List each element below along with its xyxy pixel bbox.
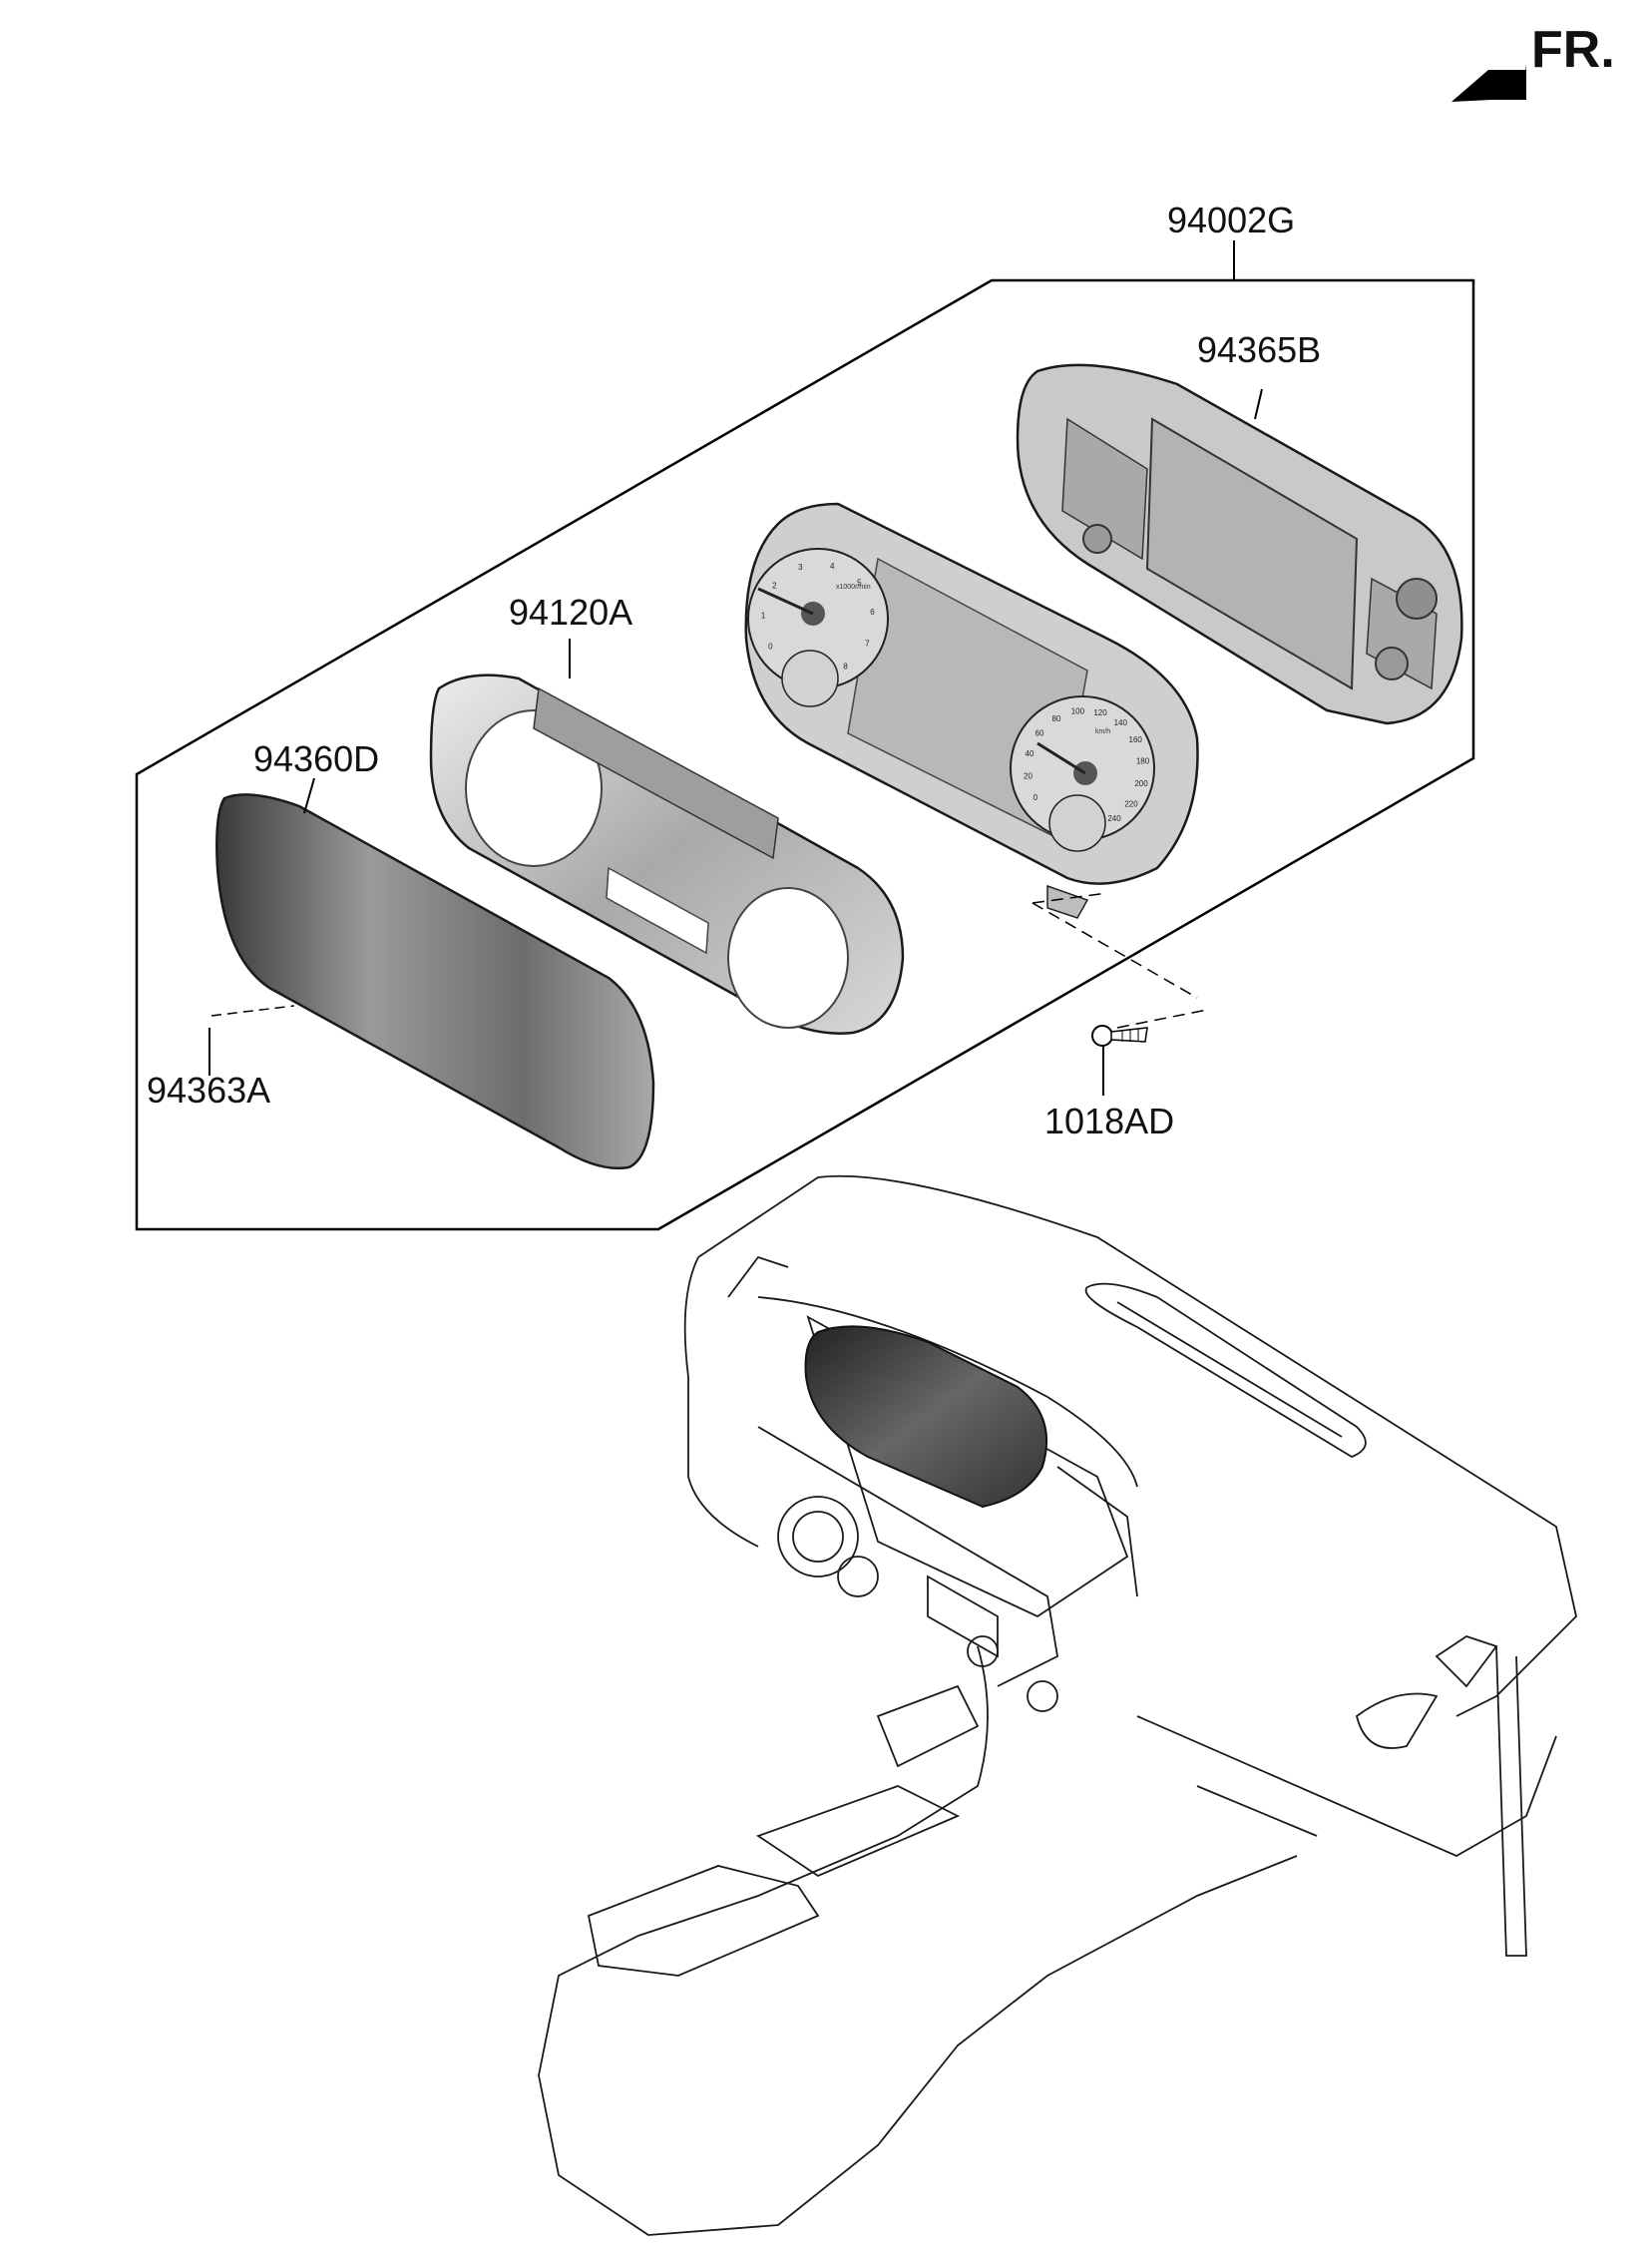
part-number-1018AD: 1018AD [1044,1101,1175,1141]
speedometer-tick-label: 200 [1134,779,1148,788]
speedometer-tick-label: 40 [1026,749,1034,758]
window-94360D [215,777,655,1169]
tachometer-tick-label: 6 [870,608,875,617]
part-number-94120A: 94120A [509,592,633,633]
installed-cluster-highlight [804,1325,1048,1509]
speedometer-tick-label: 80 [1052,714,1061,723]
leader-94360D [303,777,315,814]
screw-1018AD [1032,892,1208,1096]
leader-94365B [1254,388,1263,420]
tachometer-tick-label: 4 [830,562,835,571]
speedometer-tick-label: 60 [1035,729,1044,738]
case-94365B [1016,363,1463,725]
speedometer-tick-label: 20 [1024,772,1032,781]
dashboard-illustration [538,1174,1577,2236]
assembly-frame [135,278,1475,1231]
tachometer-unit: x1000r/min [836,584,871,591]
speedometer-tick-label: 220 [1124,799,1138,808]
speedometer-tick-label: 0 [1033,793,1038,802]
tachometer-tick-label: 2 [772,582,777,591]
tachometer-tick-label: 7 [865,639,870,648]
gauge-cluster: x1000r/min km/h 0 1 2 3 4 5 6 7 8 0 20 40 60 80 100 12… [744,502,1199,919]
tachometer-scale: 0 1 2 3 4 5 6 7 8 [761,562,875,672]
part-number-94365B: 94365B [1197,329,1322,370]
tachometer-tick-label: 1 [761,611,766,620]
speedometer-tick-label: 160 [1129,735,1143,744]
facia-panel-94120A [429,639,905,1035]
part-number-94360D: 94360D [253,738,380,779]
tachometer-tick-label: 0 [768,643,773,652]
tachometer-tick-label: 5 [857,579,862,588]
speedometer-tick-label: 240 [1107,814,1121,823]
clip-94363A [208,1005,295,1076]
tachometer-tick-label: 3 [798,563,803,572]
tachometer-tick-label: 8 [843,663,848,672]
part-number-94002G: 94002G [1167,200,1296,240]
part-number-94363A: 94363A [147,1070,271,1111]
speedometer-unit: km/h [1095,728,1110,735]
speedometer-tick-label: 140 [1114,718,1128,727]
front-direction-arrow-icon [1451,64,1526,102]
speedometer-tick-label: 120 [1093,708,1107,717]
speedometer-tick-label: 100 [1071,707,1085,716]
front-direction-label: FR. [1531,21,1615,79]
speedometer-tick-label: 180 [1136,756,1150,765]
